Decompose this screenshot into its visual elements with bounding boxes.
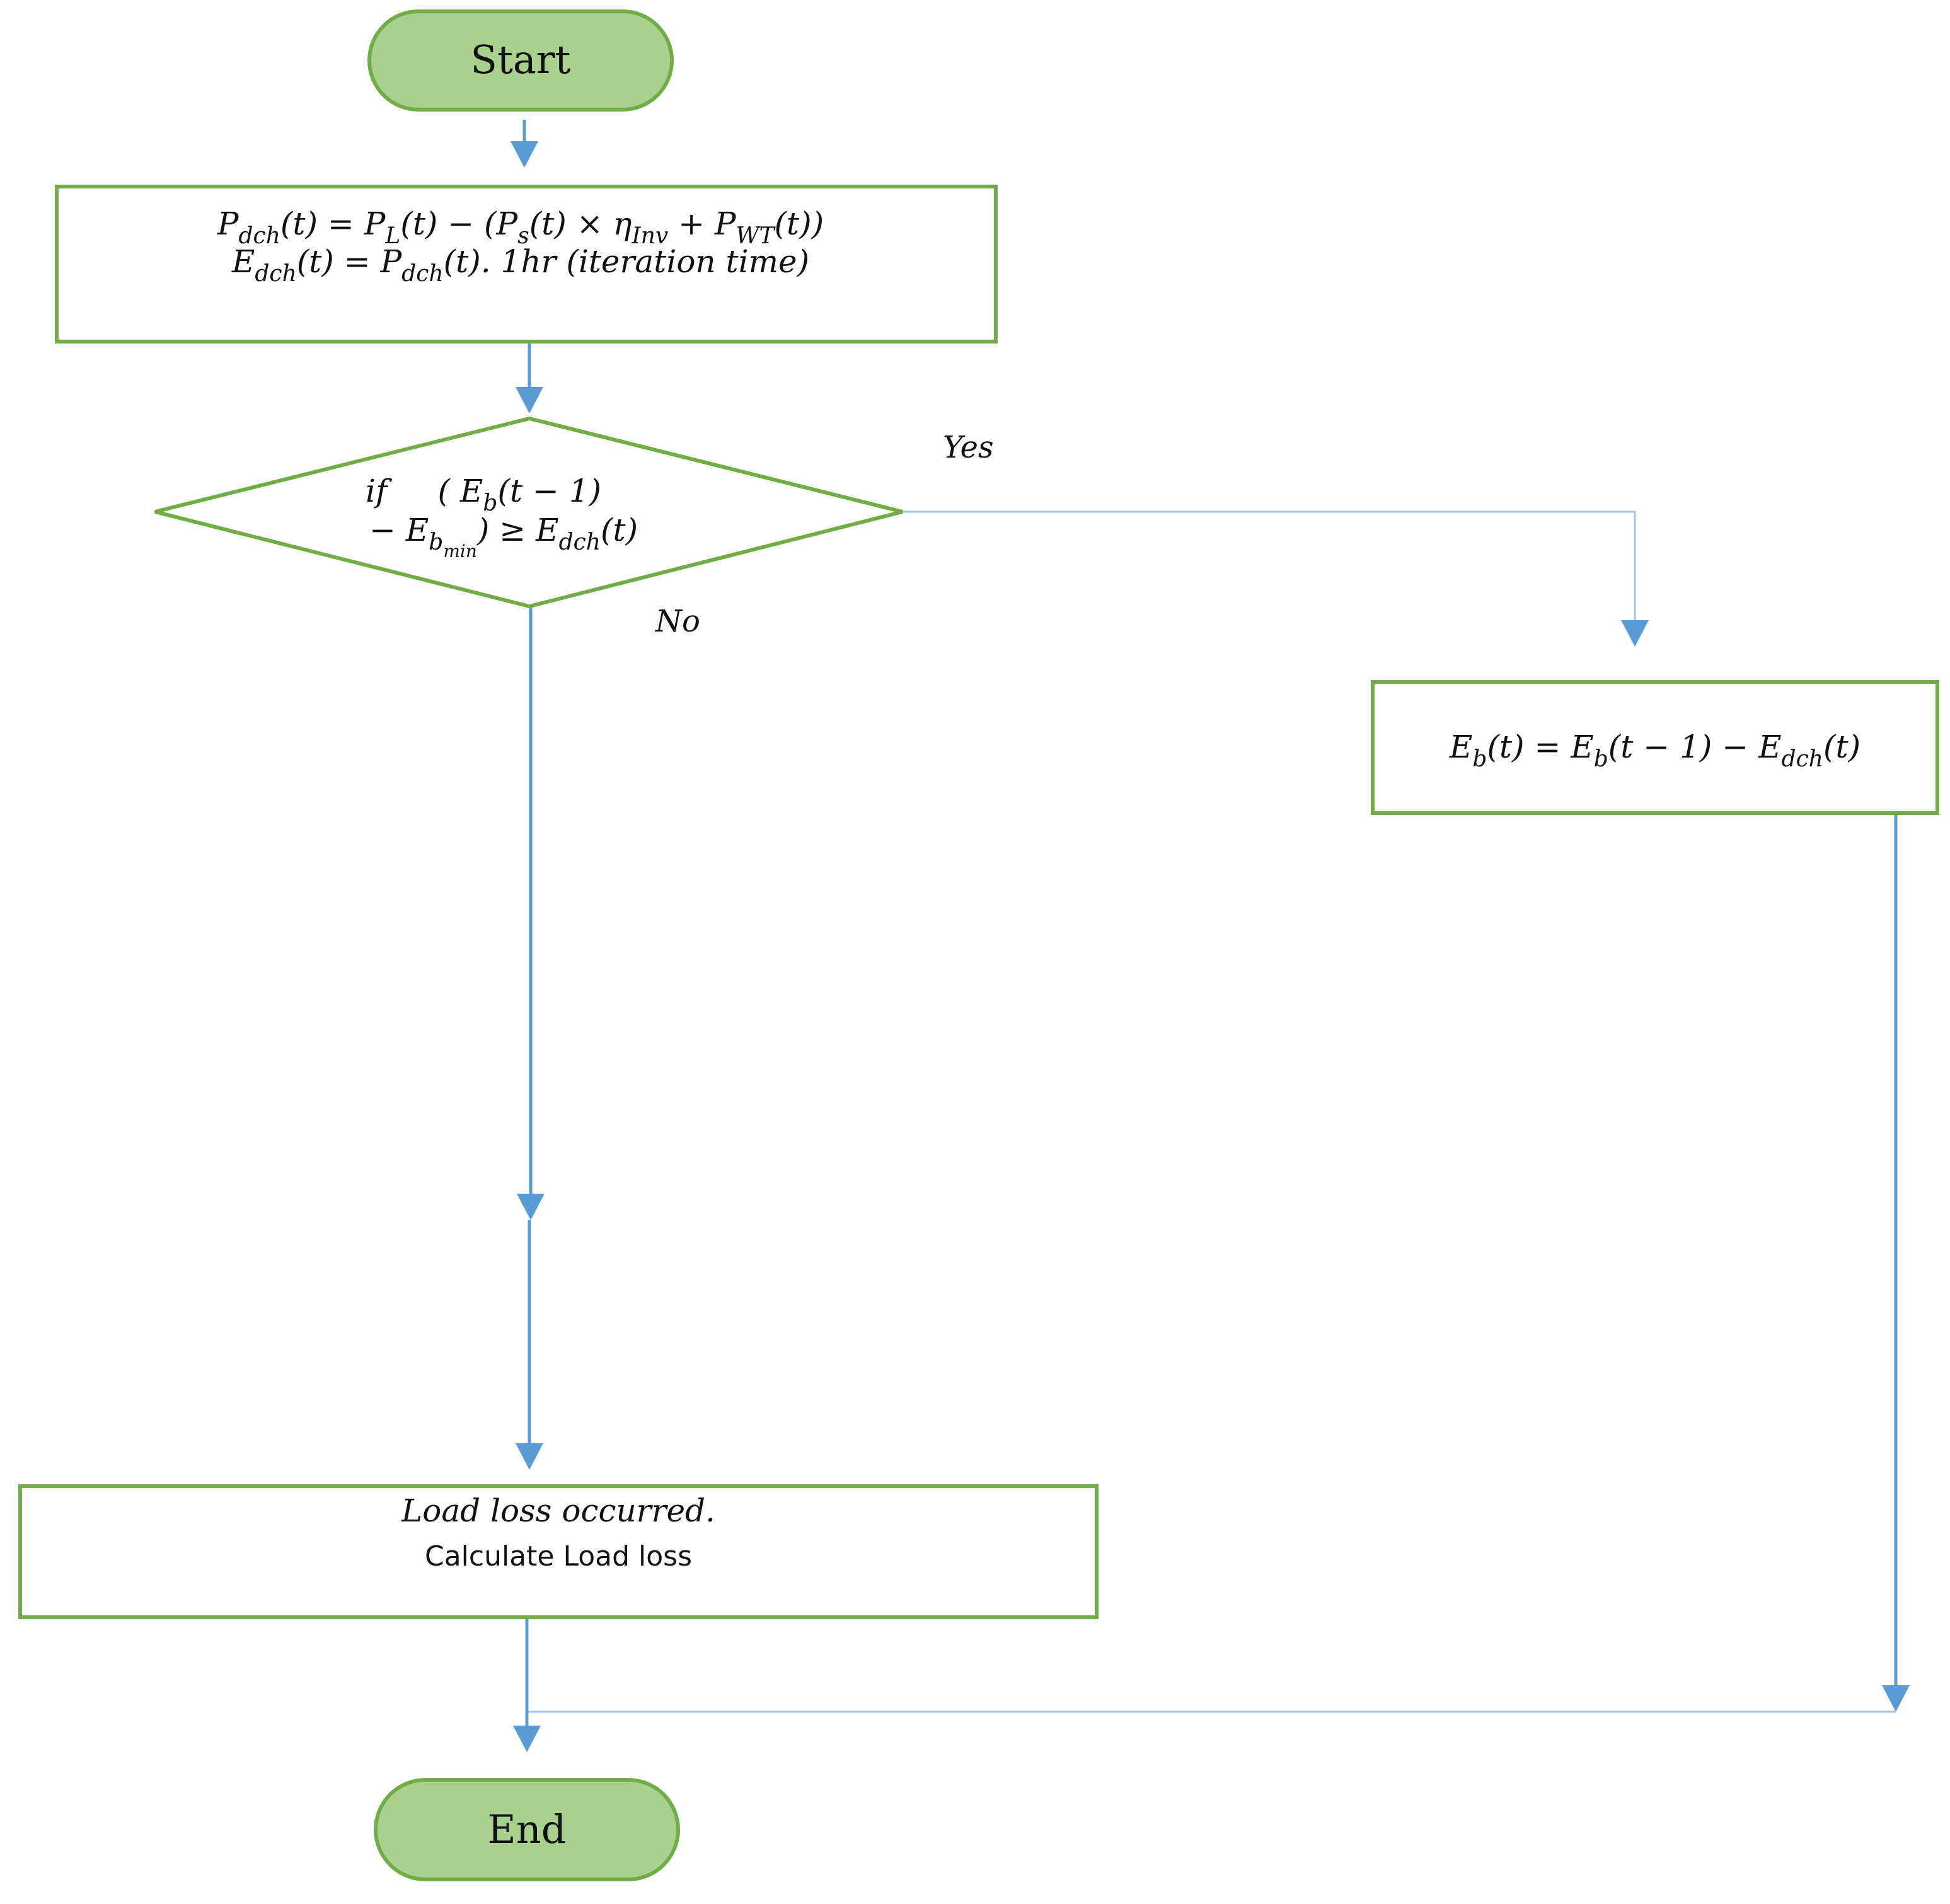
process-calc-shape	[55, 185, 998, 343]
formula-eb-update: Eb(t) = Eb(t − 1) − Edch(t)	[1449, 729, 1861, 772]
start-node: Start	[367, 9, 674, 112]
decision-node: if( Eb(t − 1) − Ebmin) ≥ Edch(t)	[154, 416, 903, 609]
edge-label-yes: Yes	[943, 430, 994, 465]
connectors	[511, 120, 1910, 1752]
start-shape	[367, 9, 674, 112]
process-calc-discharge: Pdch(t) = PL(t) − (Ps(t) × ηInv + PWT(t)…	[55, 185, 998, 343]
arrowhead-calc-to-decision	[516, 387, 543, 413]
arrowhead-start-to-calc	[511, 141, 538, 168]
process-update-shape	[1371, 680, 1939, 815]
calculate-load-loss-text: Calculate Load loss	[425, 1540, 692, 1572]
arrowhead-decision-no-mid	[517, 1194, 545, 1220]
decision-condition-line2: − Ebmin) ≥ Edch(t)	[369, 512, 638, 562]
edge-label-no: No	[655, 604, 700, 639]
start-label: Start	[471, 37, 571, 83]
end-label: End	[488, 1806, 567, 1852]
process-load-loss: Load loss occurred. Calculate Load loss	[18, 1484, 1099, 1619]
arrowhead-loadloss-to-end	[513, 1726, 541, 1752]
arrowhead-decision-yes	[1621, 620, 1649, 647]
formula-pdch: Pdch(t) = PL(t) − (Ps(t) × ηInv + PWT(t)…	[217, 205, 824, 249]
process-load-loss-shape	[18, 1484, 1099, 1619]
decision-shape	[154, 416, 903, 609]
load-loss-occurred-text: Load loss occurred.	[401, 1492, 715, 1529]
arrowhead-decision-no	[516, 1443, 543, 1470]
process-update-energy: Eb(t) = Eb(t − 1) − Edch(t)	[1371, 680, 1939, 815]
end-node: End	[374, 1778, 680, 1881]
formula-edch: Edch(t) = Pdch(t). 1hr (iteration time)	[231, 243, 809, 287]
decision-condition-line1: if( Eb(t − 1)	[366, 473, 601, 516]
arrowhead-update-down	[1882, 1685, 1910, 1712]
end-shape	[374, 1778, 680, 1881]
edge-decision-yes	[903, 511, 1636, 625]
